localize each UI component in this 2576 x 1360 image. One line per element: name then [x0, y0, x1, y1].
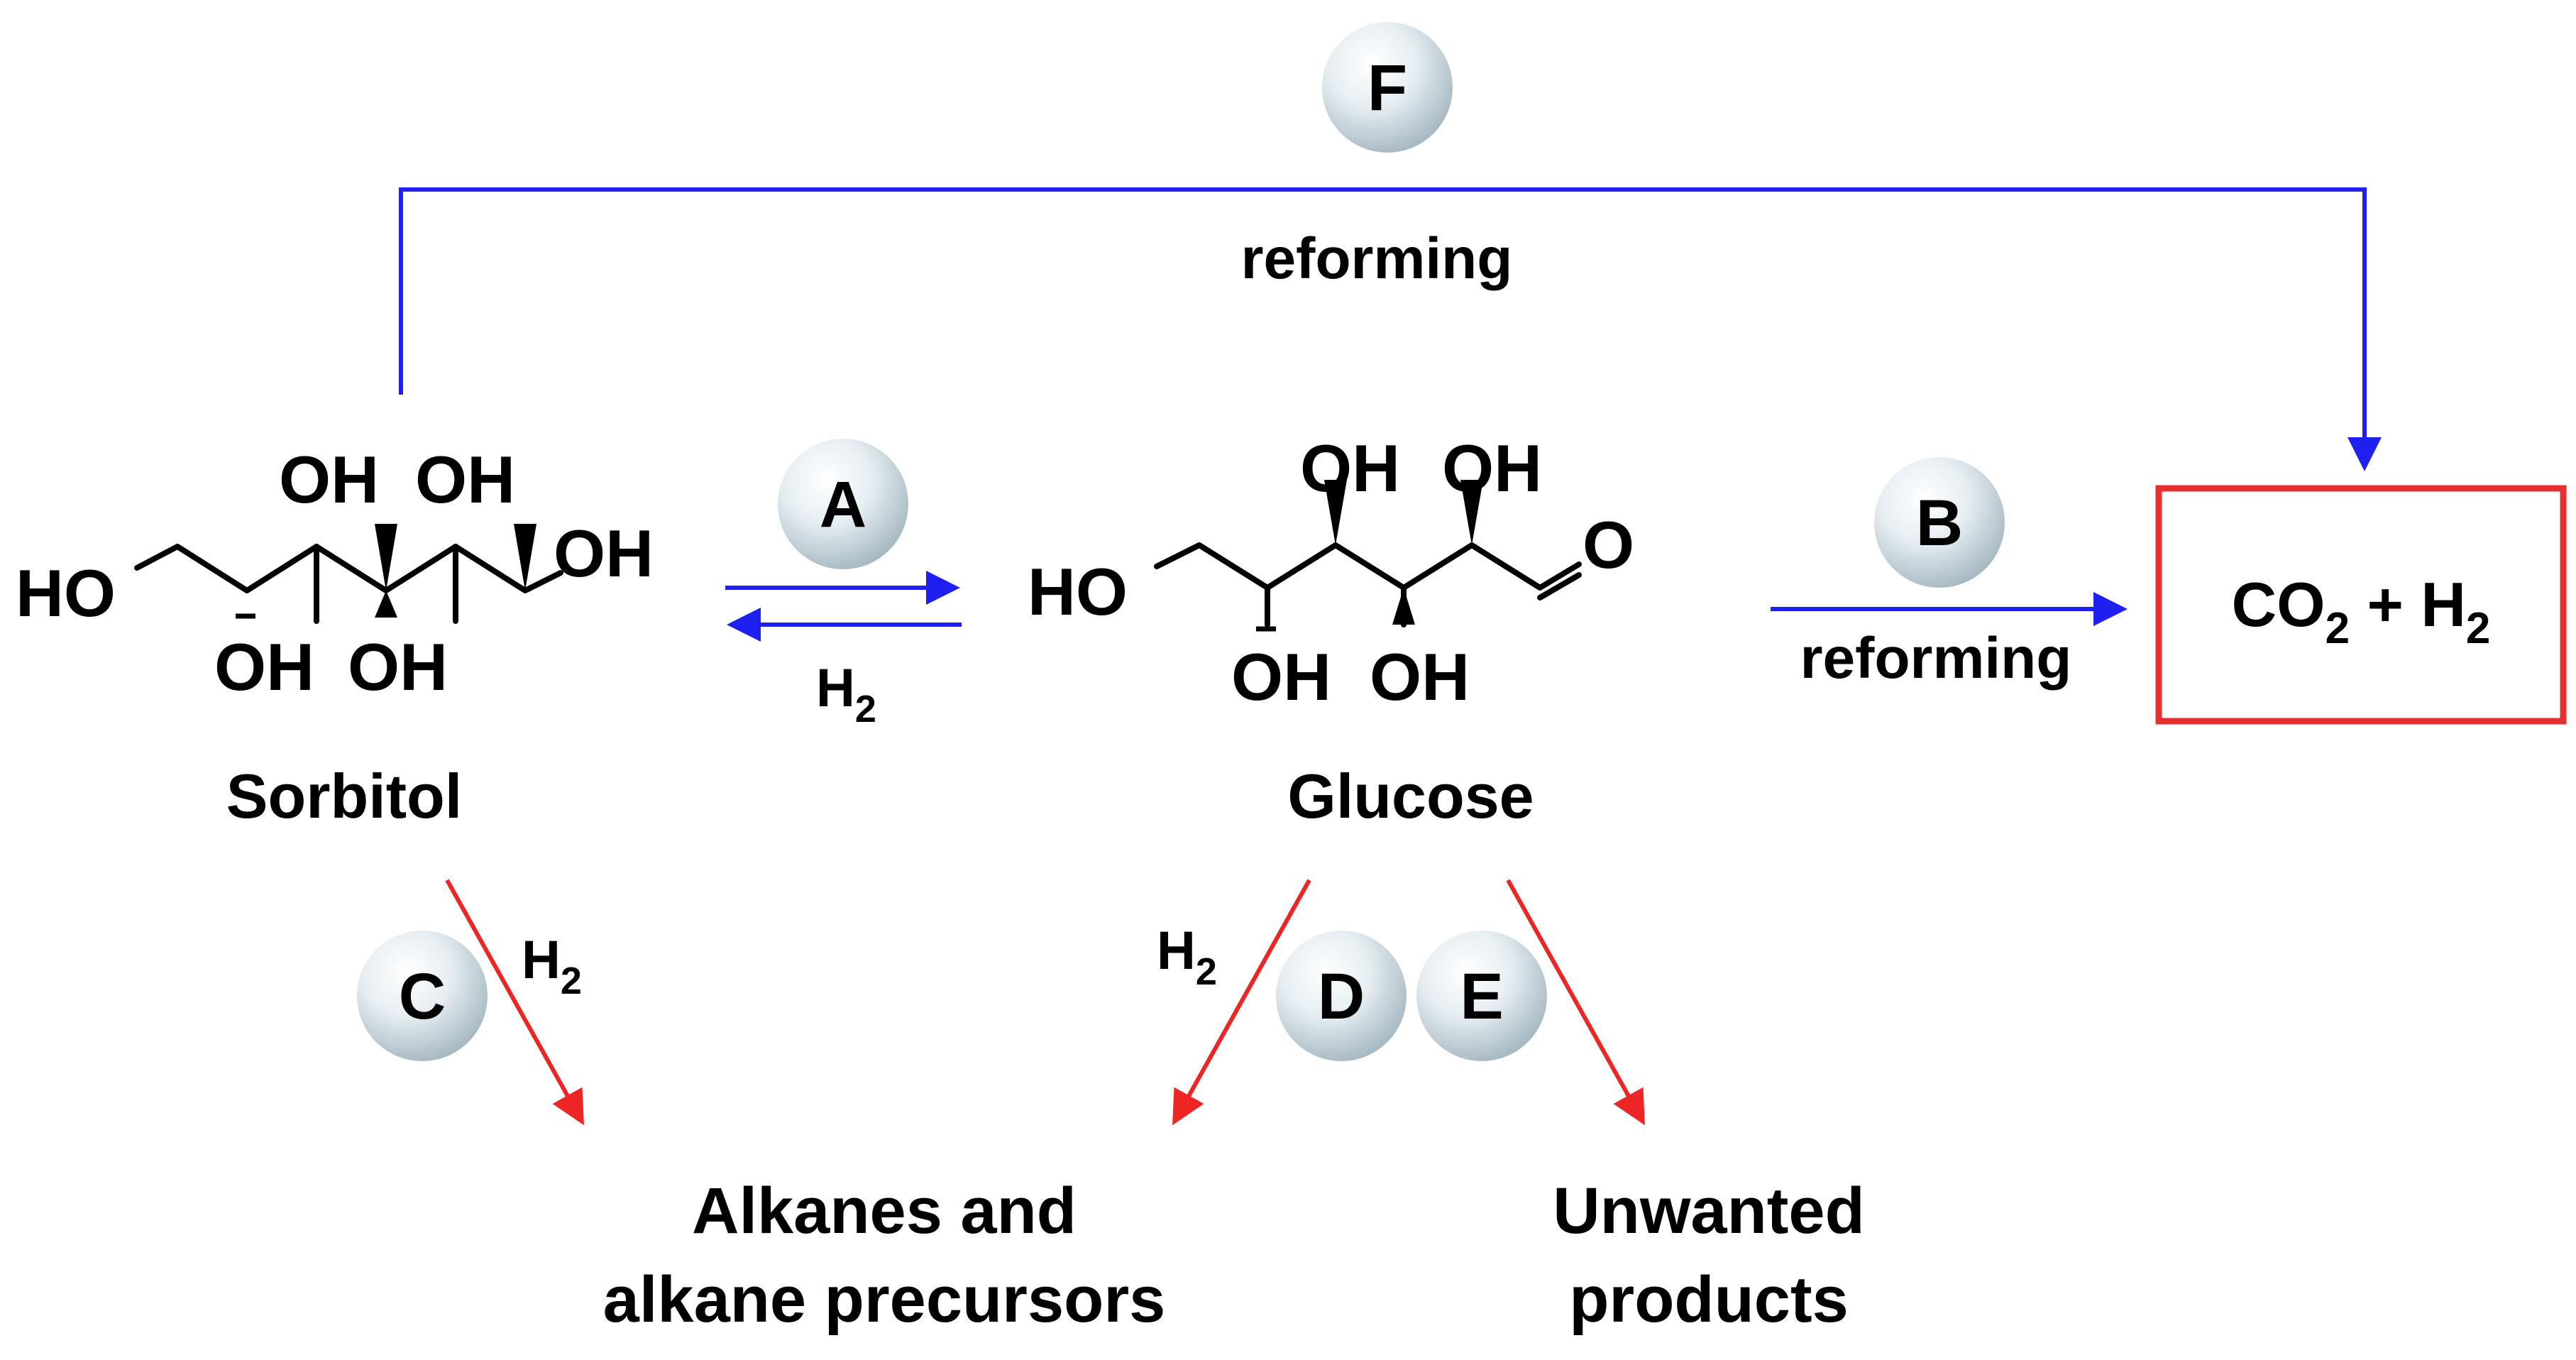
unwanted-label-line2: products — [1569, 1263, 1849, 1336]
sorbitol-label-oh-bottom2: OH — [348, 630, 448, 704]
alkanes-label-line1: Alkanes and — [692, 1175, 1077, 1247]
sorbitol-wedge-c6-oh — [514, 524, 536, 591]
glucose-carbon-chain — [1154, 542, 1582, 591]
glucose-wedge-c6-oh — [1460, 480, 1483, 545]
glucose-carbonyl-double-bond — [1537, 572, 1582, 601]
step-label-d: D — [1318, 960, 1365, 1033]
glucose-label-oh-top1: OH — [1300, 431, 1400, 505]
sorbitol-wedge-c4-oh-down — [375, 591, 397, 618]
sorbitol-label-oh-top1: OH — [279, 442, 379, 517]
glucose-wedge-c5-oh-down — [1392, 588, 1415, 625]
sorbitol-label-oh-top2: OH — [415, 442, 515, 517]
glucose-label-o-carbonyl: O — [1583, 508, 1634, 582]
reforming-label-f: reforming — [1241, 226, 1513, 291]
step-badge-b: B — [1874, 457, 2005, 588]
glucose-structure: HO OH OH O OH OH — [1028, 431, 1634, 714]
step-label-c: C — [399, 960, 446, 1033]
sorbitol-label-ho-left: HO — [16, 556, 116, 630]
step-badge-c: C — [357, 931, 488, 1061]
glucose-name: Glucose — [1287, 761, 1534, 831]
sorbitol-structure: HO OH OH OH OH OH — [16, 442, 654, 704]
alkanes-label-line2: alkane precursors — [603, 1263, 1166, 1336]
arrow-d-to-alkanes — [1172, 879, 1311, 1126]
unwanted-label-line1: Unwanted — [1553, 1175, 1865, 1247]
glucose-label-oh-top2: OH — [1442, 431, 1542, 505]
step-label-a: A — [820, 468, 866, 541]
step-badge-f: F — [1322, 22, 1453, 153]
glucose-label-ho-left: HO — [1028, 554, 1128, 629]
step-label-e: E — [1460, 960, 1503, 1033]
condition-d-h2: H2 — [1157, 921, 1217, 993]
reforming-label-b: reforming — [1800, 626, 2072, 691]
sorbitol-label-oh-bottom1: OH — [214, 630, 314, 704]
sorbitol-carbon-chain — [134, 544, 563, 593]
sorbitol-wedge-c4-oh — [375, 524, 397, 591]
step-badge-d: D — [1276, 931, 1407, 1061]
sorbitol-label-oh-right: OH — [554, 516, 654, 591]
condition-a-h2: H2 — [816, 658, 876, 730]
step-badge-a: A — [778, 439, 908, 569]
step-label-f: F — [1367, 52, 1407, 124]
glucose-label-oh-bottom1: OH — [1231, 640, 1331, 714]
arrow-c-to-alkanes — [445, 879, 584, 1126]
glucose-label-oh-bottom2: OH — [1370, 640, 1470, 714]
glucose-wedge-c4-oh — [1324, 480, 1347, 545]
target-product-label: CO2 + H2 — [2232, 569, 2491, 653]
step-label-b: B — [1916, 487, 1963, 559]
arrow-e-to-unwanted — [1506, 879, 1645, 1126]
sorbitol-name: Sorbitol — [226, 761, 462, 831]
target-product-box — [2155, 485, 2567, 725]
condition-c-h2: H2 — [522, 930, 582, 1002]
arrow-f-reforming — [399, 187, 2382, 471]
step-badge-e: E — [1416, 931, 1547, 1061]
